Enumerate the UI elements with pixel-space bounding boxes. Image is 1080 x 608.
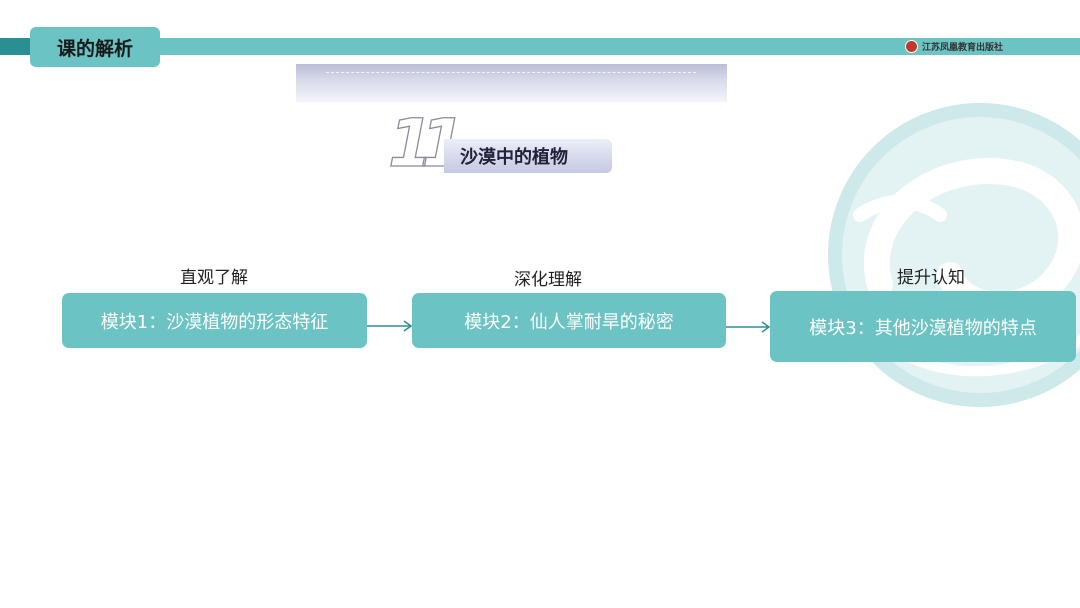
stage-label-1: 直观了解 [180,268,248,288]
module-box-2: 模块2：仙人掌耐旱的秘密 [412,293,726,348]
stage-label-3: 提升认知 [897,268,965,288]
arrow-right-icon [726,321,771,333]
module-box-3: 模块3：其他沙漠植物的特点 [770,291,1076,362]
banner-dash-line [326,72,696,73]
module-box-1: 模块1：沙漠植物的形态特征 [62,293,367,348]
swirl-watermark-icon [828,103,1080,407]
publisher-name: 江苏凤凰教育出版社 [922,43,1004,53]
publisher-logo: 江苏凤凰教育出版社 [905,38,1003,55]
section-label: 课的解析 [30,27,160,67]
header-bar [0,38,1080,55]
publisher-mark-icon [905,40,918,53]
header-bar-accent [0,38,30,55]
stage-label-2: 深化理解 [514,270,582,290]
decorative-banner [296,64,727,102]
arrow-right-icon [367,320,413,332]
lesson-title: 沙漠中的植物 [444,139,612,173]
